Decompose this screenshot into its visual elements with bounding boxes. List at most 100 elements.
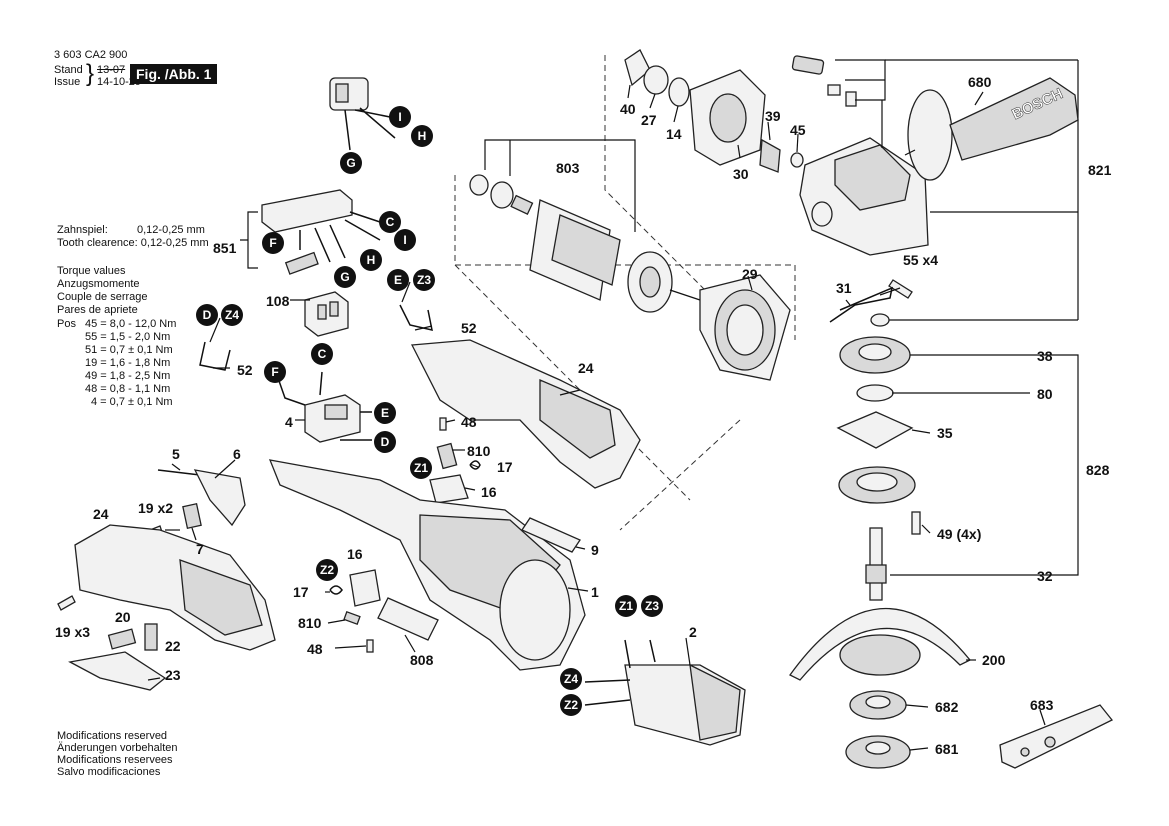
screw-55 — [888, 279, 913, 299]
svg-text:E: E — [381, 406, 389, 420]
footer-line: Modifications reserved — [57, 730, 168, 742]
marker-I: I — [394, 229, 416, 251]
part-label: 4 — [285, 414, 293, 430]
part-label: 681 — [935, 741, 959, 757]
carbon-brush — [436, 442, 458, 470]
marker-F: F — [264, 361, 286, 383]
cable-clamp-7 — [182, 503, 202, 529]
marker-Z3: Z3 — [641, 595, 663, 617]
marker-E: E — [387, 269, 409, 291]
svg-text:Z2: Z2 — [564, 698, 578, 712]
motor-housing-top — [410, 339, 641, 489]
torque-title-es: Pares de apriete — [57, 304, 138, 316]
torque-title-fr: Couple de serrage — [57, 291, 148, 303]
brush-holder-16-lower — [349, 569, 381, 607]
assembly-guide-line — [619, 419, 741, 531]
part-label: 39 — [765, 108, 781, 124]
part-label: 16 — [347, 546, 363, 562]
part-label: 38 — [1037, 348, 1053, 364]
part-label: 24 — [93, 506, 109, 522]
gear-spindle-assembly — [836, 336, 1079, 601]
clearance-de-value: 0,12-0,25 mm — [137, 224, 205, 236]
switch-part — [329, 77, 396, 151]
stand-label: Stand — [54, 64, 83, 76]
doc-number: 3 603 CA2 900 — [54, 49, 128, 61]
issue-label: Issue — [54, 76, 81, 88]
torque-row: 49 = 1,8 - 2,5 Nm — [85, 370, 171, 382]
svg-text:H: H — [367, 253, 376, 267]
marker-Z1: Z1 — [615, 595, 637, 617]
svg-text:I: I — [398, 110, 401, 124]
marker-F: F — [262, 232, 284, 254]
part-label: 29 — [742, 266, 758, 282]
part-label: 52 — [237, 362, 253, 378]
part-label: 19 x3 — [55, 624, 91, 640]
part-label: 9 — [591, 542, 599, 558]
spring-20 — [107, 628, 137, 650]
part-label: 810 — [298, 615, 322, 631]
marker-C: C — [379, 211, 401, 233]
screw-48-upper — [439, 417, 447, 431]
part-label: 23 — [165, 667, 181, 683]
nut-681-inner — [865, 741, 891, 755]
torque-row: 45 = 8,0 - 12,0 Nm — [85, 318, 177, 330]
svg-text:G: G — [340, 270, 349, 284]
svg-text:I: I — [403, 233, 406, 247]
marker-H: H — [360, 249, 382, 271]
part-label: 24 — [578, 360, 594, 376]
marker-G: G — [340, 152, 362, 174]
svg-text:Z1: Z1 — [414, 461, 428, 475]
brace-glyph: } — [86, 60, 95, 87]
brush-spring-17-lower — [329, 585, 343, 595]
part-label: 828 — [1086, 462, 1110, 478]
screw-48-lower — [366, 639, 374, 653]
lever-31 — [829, 286, 894, 323]
bracket-52-left — [199, 341, 231, 371]
spacer-ring — [870, 313, 890, 327]
svg-text:F: F — [269, 236, 276, 250]
brush-spring-17 — [469, 460, 481, 470]
clearance-en: Tooth clearence: 0,12-0,25 mm — [57, 237, 209, 249]
part-label: 19 x2 — [138, 500, 174, 516]
marker-Z1: Z1 — [410, 457, 432, 479]
part-label: 30 — [733, 166, 749, 182]
svg-text:E: E — [394, 273, 402, 287]
part-label: 682 — [935, 699, 959, 715]
screw-19-x3 — [57, 595, 76, 611]
part-label: 821 — [1088, 162, 1112, 178]
part-label: 1 — [591, 584, 599, 600]
stator-2 — [584, 639, 746, 746]
part-label: 803 — [556, 160, 580, 176]
svg-text:F: F — [271, 365, 278, 379]
terminal-block-108 — [304, 291, 349, 337]
torque-row: 4 = 0,7 ± 0,1 Nm — [91, 396, 173, 408]
part-label: 851 — [213, 240, 237, 256]
marker-Z4: Z4 — [221, 304, 243, 326]
part-label: 55 x4 — [903, 252, 939, 268]
torque-row: 48 = 0,8 - 1,1 Nm — [85, 383, 171, 395]
svg-text:D: D — [381, 435, 390, 449]
svg-text:H: H — [418, 129, 427, 143]
svg-text:Z3: Z3 — [417, 273, 431, 287]
torque-row: 19 = 1,6 - 1,8 Nm — [85, 357, 171, 369]
svg-text:Z2: Z2 — [320, 563, 334, 577]
gear-housing — [624, 49, 804, 173]
marker-Z3: Z3 — [413, 269, 435, 291]
side-handle-680 — [904, 77, 1079, 181]
rear-handle-24 — [74, 524, 276, 651]
footer-line: Salvo modificaciones — [57, 766, 161, 778]
label-plate-808 — [377, 597, 439, 641]
power-cable-5 — [157, 469, 201, 476]
part-label: 27 — [641, 112, 657, 128]
marker-G: G — [334, 266, 356, 288]
svg-text:C: C — [386, 215, 395, 229]
part-label: 22 — [165, 638, 181, 654]
part-label: 108 — [266, 293, 290, 309]
flange-682-inner — [865, 695, 891, 709]
part-label: 680 — [968, 74, 992, 90]
gear-head-821 — [791, 55, 1079, 321]
torque-title-de: Anzugsmomente — [57, 278, 140, 290]
label-plate-9 — [521, 517, 581, 553]
marker-Z2: Z2 — [316, 559, 338, 581]
svg-text:Z3: Z3 — [645, 599, 659, 613]
